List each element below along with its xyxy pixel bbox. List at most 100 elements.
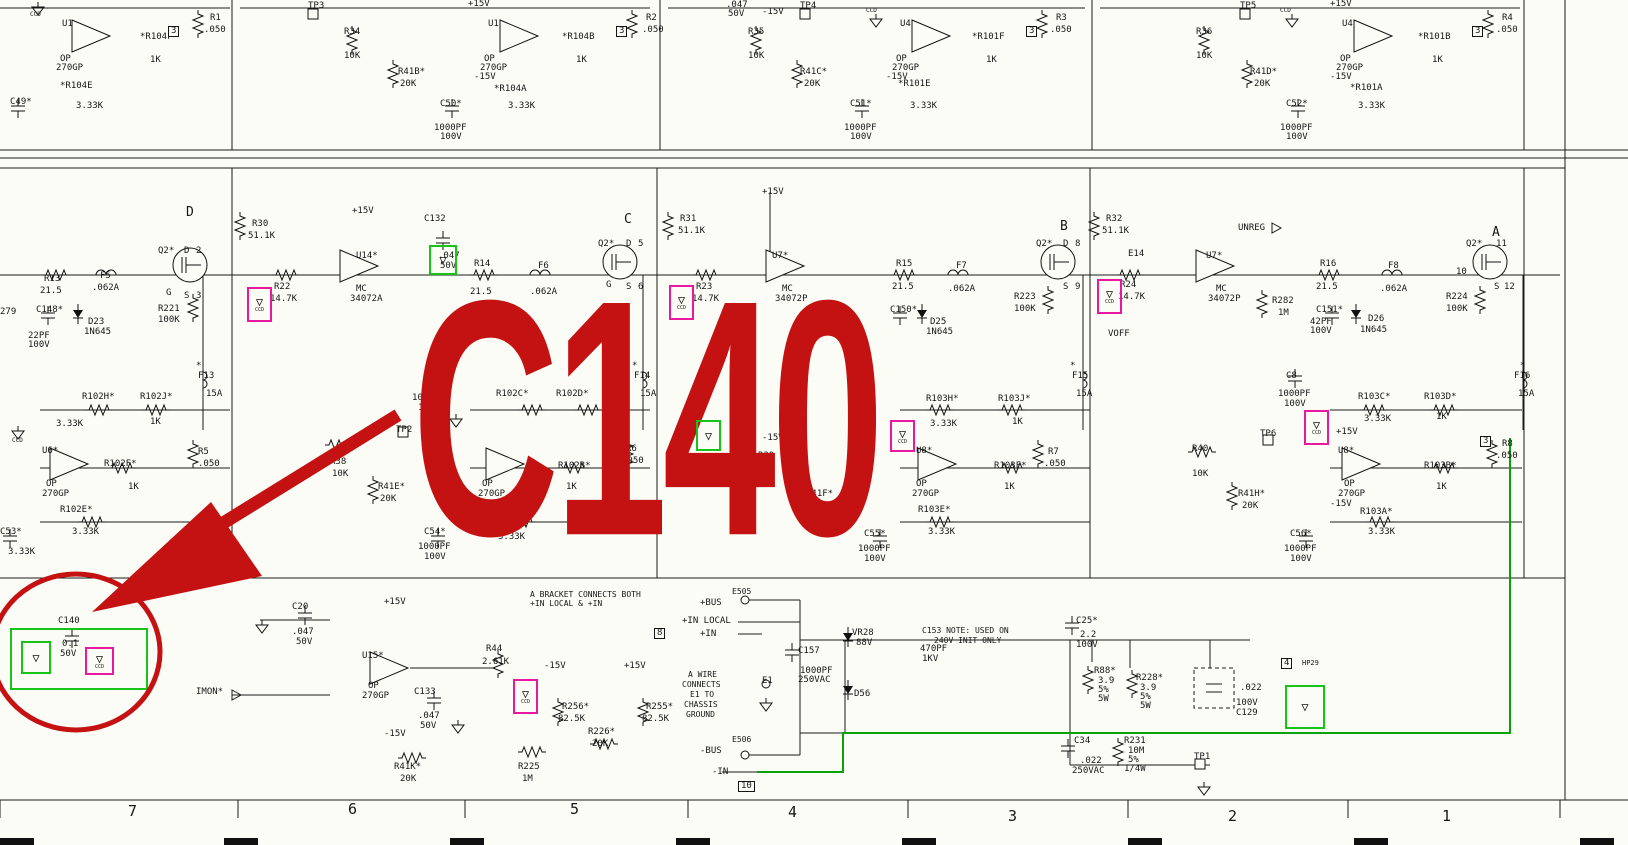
schematic-label: 4: [788, 803, 798, 821]
annotation-arrow-head: [92, 502, 262, 612]
schematic-label: 5%: [1128, 755, 1139, 765]
schematic-label: 3.33K: [56, 419, 84, 429]
schematic-label: 15A: [206, 389, 223, 399]
schematic-label: R256*: [562, 702, 590, 712]
schematic-label: *R101E: [898, 79, 931, 89]
schematic-label: D25: [930, 317, 947, 327]
schematic-label: U7*: [1206, 251, 1223, 261]
schematic-label: R282: [1272, 296, 1294, 306]
green-highlight-box: [1285, 685, 1325, 729]
schematic-label: OP: [482, 479, 493, 489]
schematic-label: -15V: [472, 499, 494, 509]
schematic-label: 1K: [128, 482, 139, 492]
ground-label: CCD: [94, 663, 105, 670]
schematic-label: 1000PF: [412, 393, 445, 403]
schematic-label: F15: [1072, 371, 1089, 381]
schematic-label: 100V: [418, 403, 440, 413]
schematic-label: 1000PF: [1284, 544, 1317, 554]
schematic-label: 1N645: [84, 327, 112, 337]
schematic-label: 88V: [856, 638, 873, 648]
schematic-label: R16: [1320, 259, 1337, 269]
schematic-label: S: [1063, 282, 1069, 292]
annotation-circle: [0, 571, 163, 733]
schematic-label: MC: [1216, 284, 1227, 294]
schematic-label: -15V: [762, 7, 784, 17]
schematic-label: C24: [512, 312, 529, 322]
schematic-label: R102C*: [496, 389, 529, 399]
schematic-label: 270GP: [1338, 489, 1366, 499]
schematic-label: 10K: [1196, 51, 1213, 61]
schematic-label: G: [166, 288, 172, 298]
schematic-label: Q2*: [1466, 239, 1483, 249]
schematic-label: F8: [1388, 261, 1399, 271]
schematic-label: R44: [486, 644, 503, 654]
schematic-label: -15V: [1330, 499, 1352, 509]
schematic-label: R102D*: [556, 389, 589, 399]
schematic-label: 5%: [1140, 692, 1151, 702]
schematic-label: TP6: [1260, 429, 1277, 439]
schematic-label: 1M: [522, 774, 533, 784]
schematic-label: R41F*: [806, 489, 834, 499]
schematic-label: .047: [726, 0, 748, 10]
highlighted-net-wire: [757, 438, 1511, 773]
schematic-label: .062A: [530, 287, 558, 297]
schematic-label: C54*: [424, 527, 446, 537]
schematic-label: 100K: [1446, 304, 1468, 314]
schematic-label: U7*: [772, 251, 789, 261]
schematic-label: 1K: [566, 482, 577, 492]
schematic-label: 21.5: [892, 282, 914, 292]
schematic-label: R225: [518, 762, 540, 772]
schematic-label: 1N645: [1360, 325, 1388, 335]
schematic-label: U8*: [1338, 446, 1355, 456]
ground-label: CCD: [520, 699, 531, 705]
schematic-label: 3.33K: [8, 547, 36, 557]
schematic-label: R31: [680, 214, 697, 224]
schematic-label: *R101B: [1418, 32, 1451, 42]
schematic-label: VOFF: [1108, 329, 1130, 339]
schematic-label: OP: [60, 54, 71, 64]
schematic-label: R2: [646, 13, 657, 23]
schematic-label: 100K: [1014, 304, 1036, 314]
schematic-label: 270GP: [362, 691, 390, 701]
schematic-label: C8: [1286, 371, 1297, 381]
schematic-label: U4: [1342, 19, 1353, 29]
schematic-label: CCD: [866, 7, 877, 14]
schematic-label: C50*: [440, 99, 462, 109]
schematic-label: R103J*: [998, 394, 1031, 404]
schematic-label: *R104E: [60, 81, 93, 91]
schematic-label: F6: [538, 261, 549, 271]
schematic-label: 1: [1442, 807, 1452, 825]
schematic-label: R102B*: [558, 461, 591, 471]
schematic-label: 100V: [424, 552, 446, 562]
schematic-label: 3: [1480, 436, 1492, 448]
schematic-label: C53*: [0, 527, 22, 537]
schematic-label: .047: [292, 627, 314, 637]
schematic-label: .047: [438, 251, 460, 261]
schematic-label: A: [1492, 225, 1500, 240]
schematic-label: 1K: [576, 55, 587, 65]
schematic-label: D26: [1368, 314, 1385, 324]
ground-label: CCD: [254, 307, 265, 313]
schematic-label: F5: [100, 271, 111, 281]
schematic-label: 270GP: [912, 489, 940, 499]
magenta-highlight-box: CCD: [1097, 279, 1122, 314]
schematic-label: D56: [854, 689, 871, 699]
annotation-text: C140: [412, 230, 884, 606]
schematic-label: 3.33K: [1364, 414, 1392, 424]
schematic-label: 100K: [158, 315, 180, 325]
schematic-label: 3.33K: [930, 419, 958, 429]
schematic-label: +IN LOCAL: [682, 616, 731, 626]
schematic-label: C150*: [890, 305, 918, 315]
schematic-label: C148*: [36, 305, 64, 315]
schematic-label: .050: [642, 25, 664, 35]
magenta-highlight-box: CCD: [513, 679, 538, 714]
schematic-label: S: [1494, 282, 1500, 292]
schematic-label: C133: [414, 687, 436, 697]
schematic-label: 15A: [1518, 389, 1535, 399]
schematic-label: 1000PF: [434, 123, 467, 133]
schematic-label: .050: [1496, 451, 1518, 461]
schematic-label: R103H*: [926, 394, 959, 404]
schematic-label: 6: [348, 800, 358, 818]
schematic-label: 50V: [296, 637, 313, 647]
